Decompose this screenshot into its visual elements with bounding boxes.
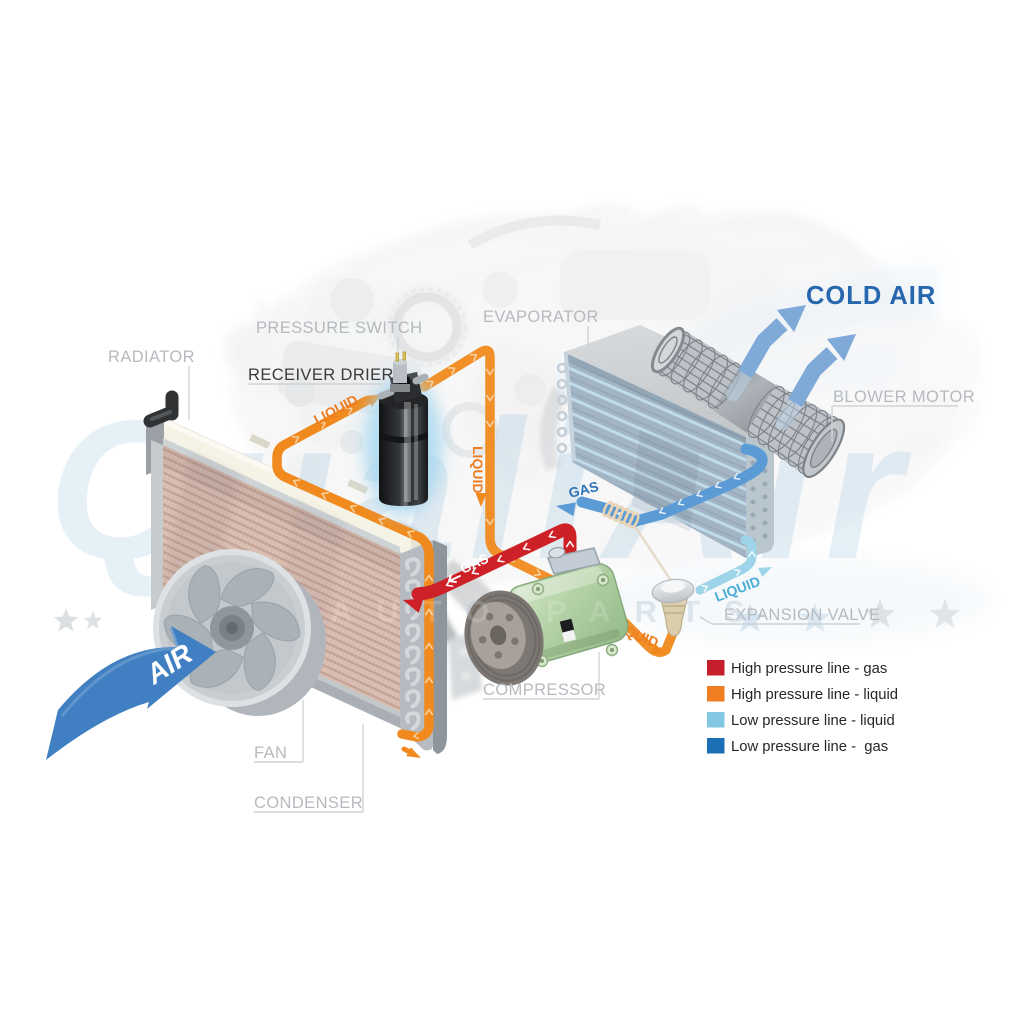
svg-text:COLD AIR: COLD AIR [806,282,936,310]
svg-text:PRESSURE SWITCH: PRESSURE SWITCH [256,319,422,337]
svg-text:BLOWER MOTOR: BLOWER MOTOR [833,388,975,406]
svg-text:FAN: FAN [254,744,287,762]
svg-text:RADIATOR: RADIATOR [108,348,195,366]
svg-text:EXPANSION VALVE: EXPANSION VALVE [724,606,880,624]
svg-text:LIQUID: LIQUID [470,446,486,493]
svg-text:GAS: GAS [567,478,600,501]
svg-text:AUTO PARTS: AUTO PARTS [330,594,769,629]
svg-text:Low pressure line - gas: Low pressure line - gas [731,739,888,755]
svg-text:EVAPORATOR: EVAPORATOR [483,308,599,326]
svg-text:CONDENSER: CONDENSER [254,794,363,812]
svg-text:RECEIVER DRIER: RECEIVER DRIER [248,366,394,384]
svg-text:High pressure line - gas: High pressure line - gas [731,661,887,677]
svg-text:Low pressure line - liquid: Low pressure line - liquid [731,713,895,729]
svg-text:High pressure line - liquid: High pressure line - liquid [731,687,898,703]
svg-text:COMPRESSOR: COMPRESSOR [483,681,606,699]
